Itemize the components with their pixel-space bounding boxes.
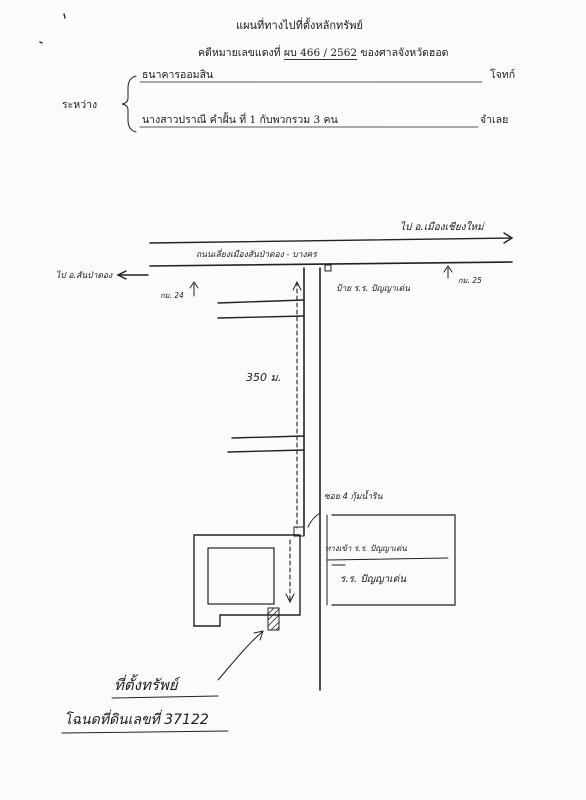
property-marker bbox=[267, 607, 280, 631]
page-title: แผนที่ทางไปที่ตั้งหลักทรัพย์ bbox=[236, 19, 363, 32]
between-label: ระหว่าง bbox=[62, 99, 98, 111]
arrow-sanpatong-head bbox=[116, 270, 127, 280]
school-sign-marker bbox=[324, 264, 332, 272]
main-road-line bbox=[149, 261, 513, 267]
km24-marker bbox=[189, 281, 199, 297]
property-block-outer bbox=[193, 534, 301, 627]
km25-marker bbox=[443, 265, 453, 279]
branch-road-2 bbox=[231, 435, 305, 439]
stray-mark bbox=[39, 41, 43, 44]
label-km25: กม. 25 bbox=[458, 276, 482, 285]
plaintiff-name: ธนาคารออมสิน bbox=[142, 69, 214, 81]
label-school-entrance: ทางเข้า ร.ร. ปัญญาเด่น bbox=[325, 544, 407, 553]
property-block-inner bbox=[207, 547, 275, 605]
plaintiff-role: โจทก์ bbox=[490, 69, 516, 81]
property-arrow-head bbox=[253, 630, 264, 641]
property-arrow bbox=[217, 631, 263, 681]
label-deed: โฉนดที่ดินเลขที่ 37122 bbox=[64, 712, 209, 728]
defendant-role: จำเลย bbox=[480, 114, 509, 126]
label-property: ที่ตั้งทรัพย์ bbox=[114, 676, 178, 694]
branch-road-1 bbox=[217, 315, 305, 319]
stray-mark bbox=[63, 13, 66, 19]
branch-road-2b bbox=[227, 449, 305, 453]
property-label-underline bbox=[111, 695, 219, 699]
school-box bbox=[331, 514, 456, 606]
soi-leader bbox=[307, 512, 321, 528]
route-arrow-top bbox=[292, 280, 302, 291]
label-school: ร.ร. ปัญญาเด่น bbox=[340, 574, 407, 585]
label-main-road: ถนนเลี่ยงเมืองสันป่าตอง - บางคร bbox=[196, 250, 317, 260]
school-entrance-line bbox=[326, 557, 449, 561]
label-to-sanpatong: ไป อ.สันป่าตอง bbox=[56, 271, 113, 281]
arrow-chiangmai-line bbox=[149, 237, 511, 244]
defendant-name: นางสาวปราณี คำฝั้น ที่ 1 กับพวกรวม 3 คน bbox=[142, 114, 338, 126]
case-line: คดีหมายเลขแดงที่ ผบ 466 / 2562 ของศาลจัง… bbox=[198, 47, 449, 60]
branch-road-1b bbox=[217, 299, 305, 304]
deed-underline bbox=[61, 730, 229, 734]
route-arrow-bottom bbox=[285, 593, 295, 604]
label-to-chiangmai: ไป อ.เมืองเชียงใหม่ bbox=[400, 222, 484, 233]
soi-box bbox=[293, 526, 305, 537]
label-school-sign: ป้าย ร.ร. ปัญญาเด่น bbox=[336, 284, 410, 294]
label-soi: ซอย 4 กุ้มน้ำริน bbox=[324, 492, 383, 502]
arrow-chiangmai-head bbox=[503, 232, 514, 244]
case-label: คดีหมายเลขแดงที่ bbox=[198, 47, 281, 59]
case-number: ผบ 466 / 2562 bbox=[283, 47, 358, 60]
label-distance: 350 ม. bbox=[246, 371, 282, 384]
property-hatch bbox=[267, 607, 280, 631]
court-name: ของศาลจังหวัดฮอด bbox=[360, 47, 449, 59]
label-km24: กม. 24 bbox=[160, 291, 184, 300]
brace bbox=[121, 75, 137, 133]
